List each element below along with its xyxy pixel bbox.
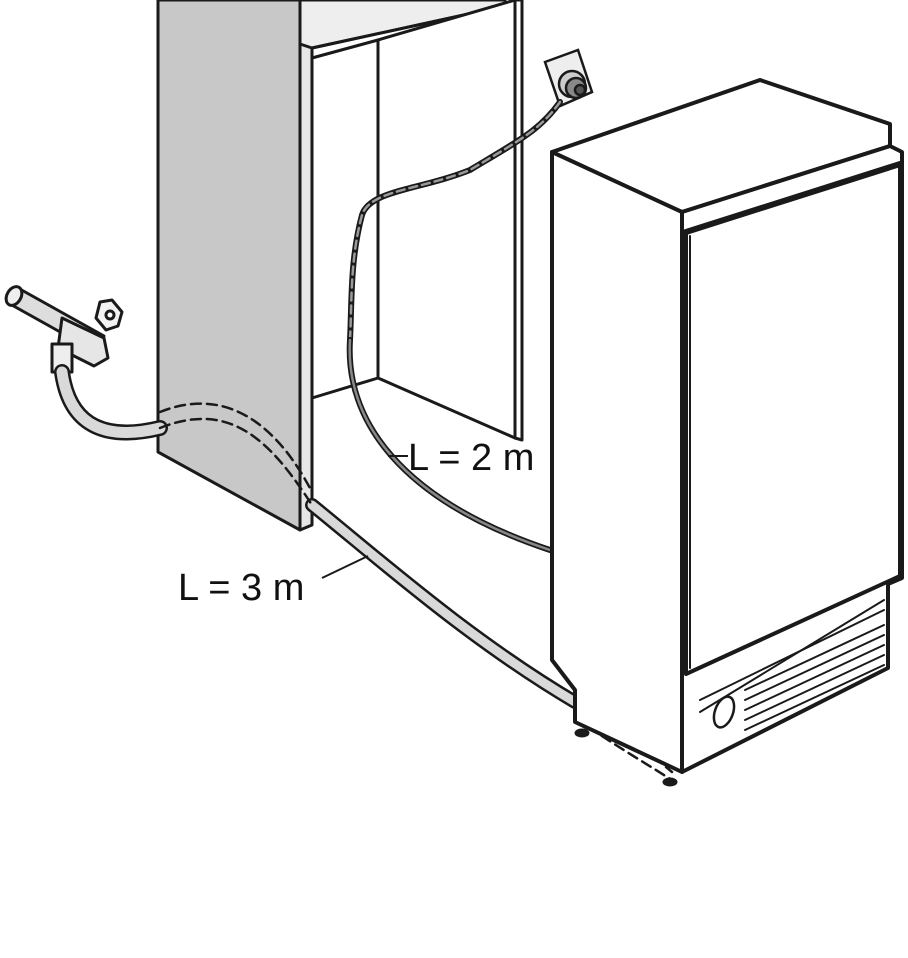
appliance-left-side — [550, 150, 684, 774]
water-hose-length-label: L = 3 m — [178, 567, 304, 609]
wall-socket — [543, 48, 594, 108]
niche-floor-edge — [310, 376, 380, 400]
dishwasher-appliance — [550, 78, 904, 787]
cabinet-side-panel — [156, 0, 302, 532]
plinth-vents — [699, 599, 885, 731]
foot-back — [574, 728, 590, 738]
cabinet-front-edge — [298, 0, 314, 532]
leader-lines — [321, 455, 408, 579]
water-tap — [4, 285, 124, 374]
drain-hose-length-label: L = 2 m — [408, 437, 534, 479]
niche-right-panel — [376, 0, 524, 442]
foot-front — [662, 777, 678, 787]
plinth-badge — [712, 695, 736, 729]
kitchen-cabinet — [156, 0, 524, 532]
